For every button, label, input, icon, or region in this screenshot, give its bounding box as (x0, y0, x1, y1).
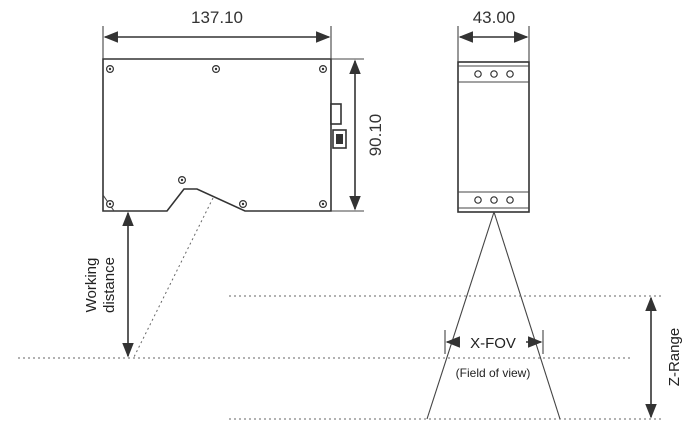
height-dimension-label: 90.10 (366, 114, 385, 157)
working-distance-indicator: Working distance (83, 197, 214, 360)
connector-lower-port (336, 134, 343, 144)
reference-lines (18, 295, 663, 420)
z-range-indicator: Z-Range (645, 296, 683, 419)
working-distance-label-line2: distance (101, 257, 118, 313)
laser-fan (426, 211, 561, 420)
z-range-label: Z-Range (666, 328, 683, 386)
height-dimension: 90.10 (331, 58, 385, 212)
width-dimension-label: 137.10 (191, 8, 243, 27)
x-fov-label: X-FOV (470, 335, 516, 352)
field-of-view-label: (Field of view) (456, 366, 531, 380)
width-dimension: 137.10 (102, 8, 332, 59)
x-fov-indicator: X-FOV (Field of view) (444, 330, 544, 380)
laser-beam-side-view (132, 197, 214, 360)
side-view-screws (474, 70, 514, 204)
working-distance-label-line1: Working (83, 258, 100, 313)
sensor-side-view (457, 61, 530, 213)
sensor-front-view (102, 58, 347, 212)
connector-upper (330, 103, 342, 125)
front-view-screws (105, 64, 328, 209)
depth-dimension-label: 43.00 (473, 8, 516, 27)
depth-dimension: 43.00 (457, 8, 530, 62)
